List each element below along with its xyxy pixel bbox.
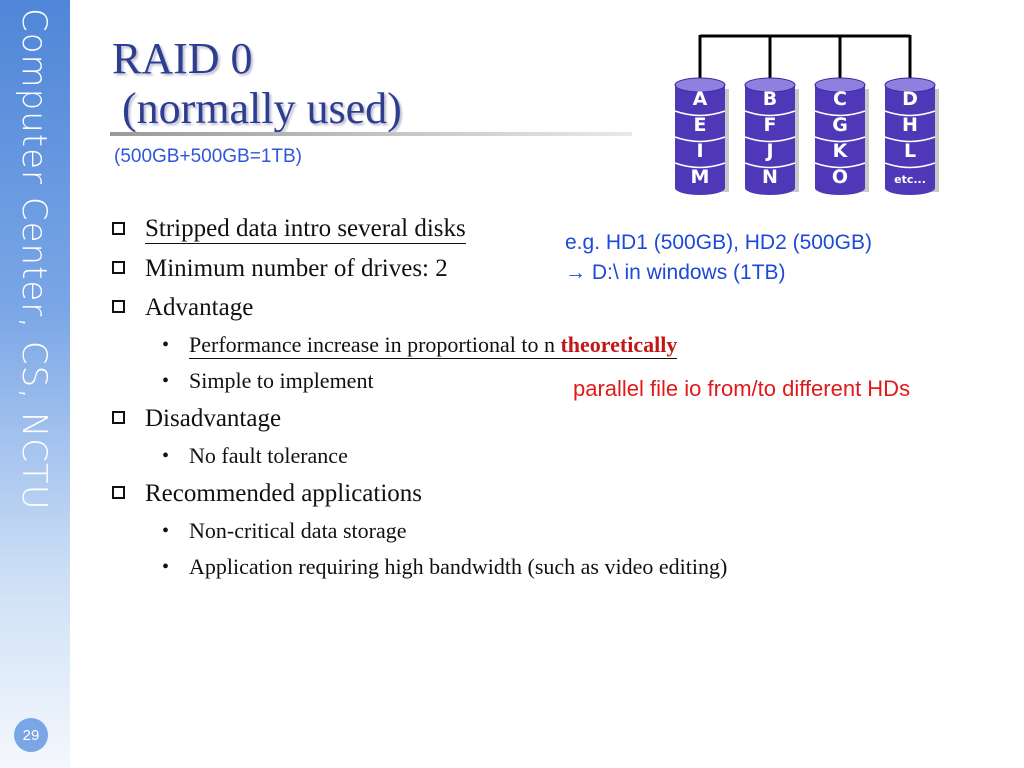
bullet-advantage: Advantage bbox=[112, 288, 727, 327]
checkbox-bullet-icon bbox=[112, 486, 125, 499]
parallel-io-note: parallel file io from/to different HDs bbox=[573, 376, 911, 401]
disk-block-label: H bbox=[902, 114, 918, 136]
checkbox-bullet-icon bbox=[112, 300, 125, 313]
example-note-line-1: e.g. HD1 (500GB), HD2 (500GB) bbox=[565, 231, 872, 254]
bullet-text: Advantage bbox=[145, 293, 254, 321]
sub-bullet-performance: • Performance increase in proportional t… bbox=[112, 327, 727, 363]
disk-block-label: K bbox=[833, 140, 849, 162]
disk-block-label: F bbox=[764, 114, 777, 136]
bullet-text: Stripped data intro several disks bbox=[145, 215, 466, 244]
disk-block-label: D bbox=[902, 88, 918, 110]
bullet-text: Disadvantage bbox=[145, 404, 282, 432]
capacity-subtitle: (500GB+500GB=1TB) bbox=[114, 146, 302, 167]
sidebar-org-label: Computer Center, CS, NCTU bbox=[14, 8, 54, 511]
disk-4: DHLetc... bbox=[884, 77, 939, 195]
dot-bullet-icon: • bbox=[162, 519, 170, 542]
disk-block-label: etc... bbox=[894, 173, 926, 186]
checkbox-bullet-icon bbox=[112, 222, 125, 235]
disk-block-label: E bbox=[694, 114, 707, 136]
bullet-striping: Stripped data intro several disks bbox=[112, 210, 727, 249]
disk-block-label: G bbox=[832, 114, 848, 136]
slide-title: RAID 0 (normally used) bbox=[112, 34, 402, 134]
sub-bullet-no-fault-tolerance: • No fault tolerance bbox=[112, 438, 727, 474]
sub-bullet-text: Performance increase in proportional to … bbox=[189, 331, 678, 359]
bullet-text: Recommended applications bbox=[145, 479, 423, 507]
sub-bullet-text: Simple to implement bbox=[189, 368, 374, 393]
sub-bullet-text: Application requiring high bandwidth (su… bbox=[189, 554, 728, 579]
disk-block-label: C bbox=[833, 88, 847, 110]
title-line-2: (normally used) bbox=[122, 84, 402, 133]
disk-block-label: O bbox=[832, 166, 848, 188]
dot-bullet-icon: • bbox=[162, 369, 170, 392]
title-line-1: RAID 0 bbox=[112, 34, 253, 83]
bullet-disadvantage: Disadvantage bbox=[112, 399, 727, 438]
disk-connector-lines bbox=[698, 34, 912, 82]
disk-block-label: N bbox=[762, 166, 778, 188]
disk-block-label: M bbox=[691, 166, 710, 188]
checkbox-bullet-icon bbox=[112, 261, 125, 274]
sub-bullet-simple: • Simple to implement bbox=[112, 363, 727, 399]
disk-block-label: I bbox=[696, 140, 703, 162]
disk-block-label: B bbox=[763, 88, 777, 110]
checkbox-bullet-icon bbox=[112, 411, 125, 424]
sub-bullet-noncritical: • Non-critical data storage bbox=[112, 513, 727, 549]
sub-bullet-bandwidth: • Application requiring high bandwidth (… bbox=[112, 549, 727, 585]
example-note-line-2: → D:\ in windows (1TB) bbox=[565, 261, 786, 284]
title-divider bbox=[110, 132, 632, 136]
sub-bullet-text: Non-critical data storage bbox=[189, 518, 407, 543]
theoretically-emphasis: theoretically bbox=[560, 331, 678, 357]
dot-bullet-icon: • bbox=[162, 555, 170, 578]
disk-block-label: L bbox=[904, 140, 916, 162]
bullet-list: Stripped data intro several disks Minimu… bbox=[112, 210, 727, 585]
dot-bullet-icon: • bbox=[162, 333, 170, 356]
page-number-badge: 29 bbox=[14, 718, 48, 752]
performance-text: Performance increase in proportional to … bbox=[189, 331, 561, 357]
bullet-text: Minimum number of drives: 2 bbox=[145, 254, 448, 282]
sub-bullet-text: No fault tolerance bbox=[189, 443, 348, 468]
disk-block-label: J bbox=[764, 140, 773, 162]
bullet-recommended: Recommended applications bbox=[112, 474, 727, 513]
disk-block-label: A bbox=[693, 88, 708, 110]
bullet-min-drives: Minimum number of drives: 2 bbox=[112, 249, 727, 288]
sidebar-band: Computer Center, CS, NCTU 29 bbox=[0, 0, 70, 768]
dot-bullet-icon: • bbox=[162, 444, 170, 467]
